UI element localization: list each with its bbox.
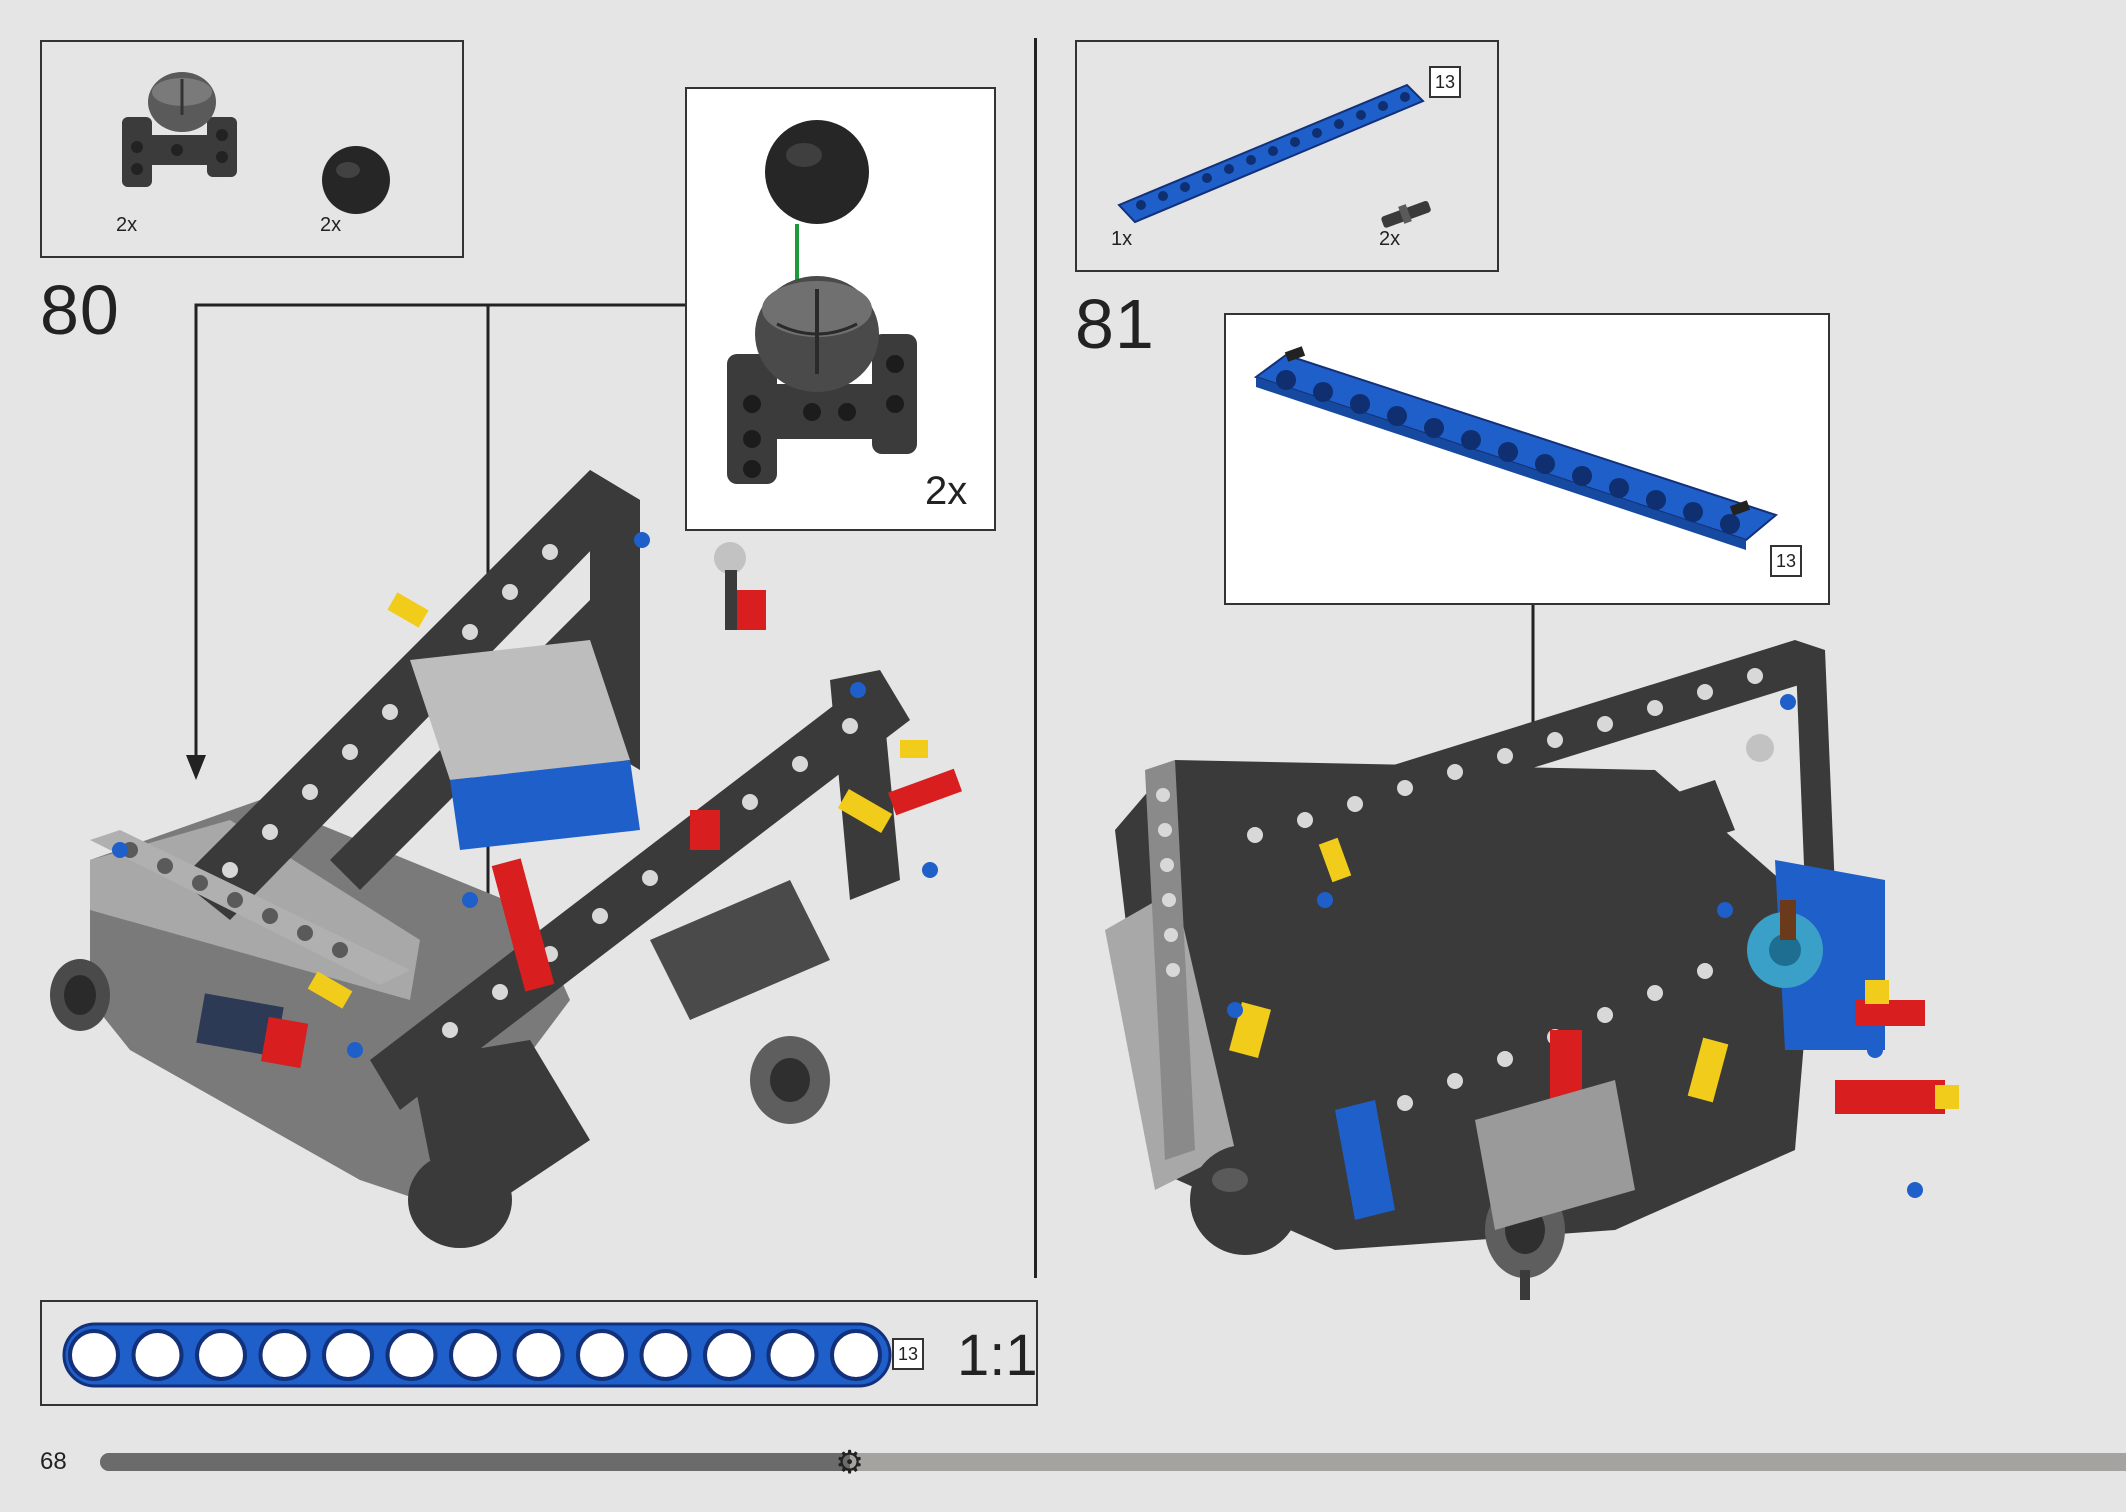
step80-model-illustration: [50, 470, 962, 1248]
beam-13-icon: [1117, 83, 1425, 224]
beam-hole: [258, 1329, 311, 1381]
ball-joint-icon: [765, 120, 869, 224]
step81-size-badge: 13: [1429, 66, 1461, 98]
beam-hole: [385, 1329, 438, 1381]
step81-parts-list: 13 1x 2x: [1075, 40, 1499, 272]
ball-socket-frame-icon: [727, 276, 917, 484]
scale-reference-box: 13 1:1: [40, 1300, 1038, 1406]
beam-13-icon: [1253, 346, 1779, 550]
step81-callout: 13: [1224, 313, 1830, 605]
step81-qty-2: 2x: [1379, 228, 1401, 250]
beam-hole: [576, 1329, 628, 1381]
scale-size-badge: 13: [892, 1338, 924, 1370]
gear-icon: ⚙: [835, 1444, 864, 1480]
step-divider: [1034, 38, 1037, 1278]
step80-number: 80: [40, 271, 120, 349]
beam-hole: [639, 1329, 692, 1381]
step81-callout-badge: 13: [1770, 545, 1802, 577]
beam-hole: [131, 1329, 184, 1381]
beam-hole: [830, 1329, 882, 1381]
step81-model-illustration: [1105, 640, 1959, 1300]
axle-pin-icon: [1381, 200, 1431, 228]
beam-hole: [195, 1329, 247, 1381]
progress-fill: [100, 1453, 850, 1471]
beam-hole: [68, 1329, 120, 1381]
beam-13-icon: [62, 1322, 892, 1388]
scale-ratio: 1:1: [957, 1323, 1038, 1388]
step81-qty-1: 1x: [1111, 228, 1133, 250]
step80-qty-1: 2x: [116, 214, 138, 236]
ball-joint-icon: [322, 146, 390, 214]
ball-socket-frame-icon: [122, 72, 237, 187]
page-number: 68: [40, 1448, 67, 1475]
step81-number: 81: [1075, 285, 1155, 363]
beam-hole: [512, 1329, 565, 1381]
beam-hole: [449, 1329, 501, 1381]
step80-callout-qty: 2x: [925, 469, 968, 513]
step80-qty-2: 2x: [320, 214, 342, 236]
beam-hole: [703, 1329, 755, 1381]
step80-callout: 2x: [685, 87, 996, 531]
beam-hole: [322, 1329, 374, 1381]
beam-hole: [766, 1329, 819, 1381]
step80-parts-list: 2x 2x: [40, 40, 464, 258]
